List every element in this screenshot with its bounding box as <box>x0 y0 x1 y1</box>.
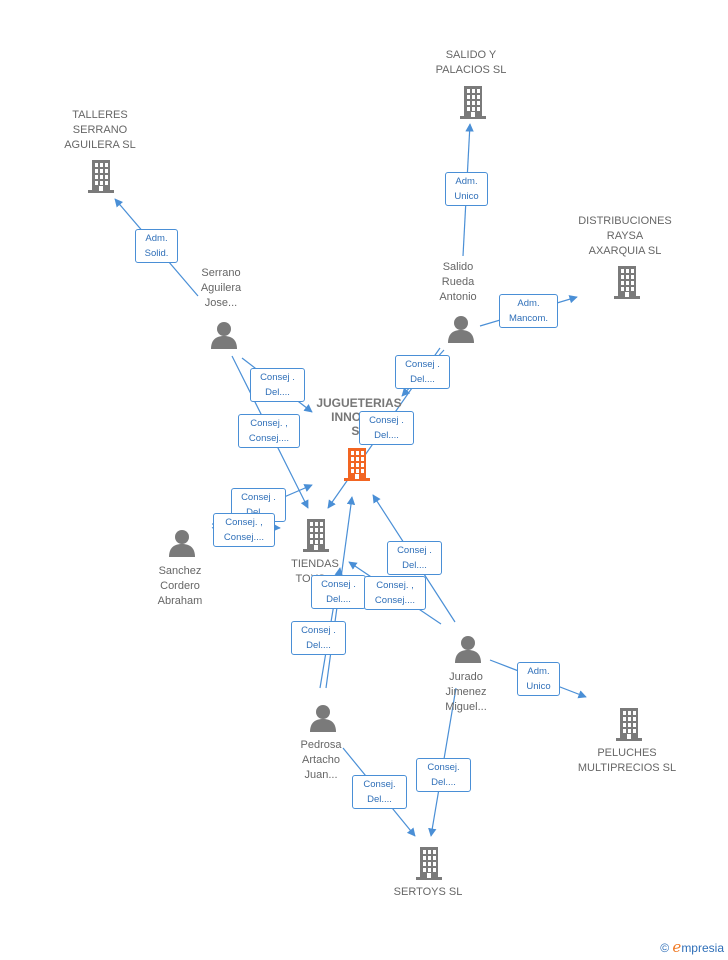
person-label-jurado[interactable]: Jurado Jimenez Miguel... <box>445 671 487 713</box>
company-label-salido[interactable]: SALIDO Y PALACIOS SL <box>435 49 507 76</box>
serrano-person-icon[interactable] <box>209 320 239 355</box>
person-label-salido[interactable]: Salido Rueda Antonio <box>439 261 477 303</box>
company-label-talleres[interactable]: TALLERES SERRANO AGUILERA SL <box>64 109 136 151</box>
role-adm-mancom-raysa[interactable]: Adm. Mancom. <box>499 294 558 328</box>
role-adm-solid-talleres[interactable]: Adm. Solid. <box>135 229 178 263</box>
company-label-peluches[interactable]: PELUCHES MULTIPRECIOS SL <box>577 747 677 774</box>
peluches-building-icon[interactable] <box>614 706 644 747</box>
salido-person-icon[interactable] <box>446 314 476 349</box>
sanchez-person-icon[interactable] <box>167 528 197 563</box>
brand-footer[interactable]: © empresia <box>660 938 724 956</box>
talleres-building-icon[interactable] <box>86 158 116 199</box>
role-consej-del-pedrosa-tiendas[interactable]: Consej . Del.... <box>311 575 366 609</box>
company-label-raysa[interactable]: DISTRIBUCIONES RAYSA AXARQUIA SL <box>578 215 672 257</box>
role-consej-del-jurado-jug[interactable]: Consej . Del.... <box>387 541 442 575</box>
tiendas-building-icon[interactable] <box>301 517 331 558</box>
role-consej-del-salido-jug[interactable]: Consej . Del.... <box>395 355 450 389</box>
person-label-pedrosa[interactable]: Pedrosa Artacho Juan... <box>300 739 342 781</box>
role-consej-del-jurado-sertoys[interactable]: Consej. Del.... <box>416 758 471 792</box>
role-consej-del-serrano-jug[interactable]: Consej . Del.... <box>250 368 305 402</box>
copyright-icon: © <box>660 941 670 955</box>
raysa-building-icon[interactable] <box>612 264 642 305</box>
brand-logo-name: mpresia <box>681 941 724 955</box>
role-consej-del-salido-tiendas[interactable]: Consej . Del.... <box>359 411 414 445</box>
role-consej-sanchez-tiendas[interactable]: Consej. , Consej.... <box>213 513 275 547</box>
role-consej-jurado-tiendas[interactable]: Consej. , Consej.... <box>364 576 426 610</box>
person-label-serrano[interactable]: Serrano Aguilera Jose... <box>200 267 242 309</box>
role-consej-del-pedrosa-jug[interactable]: Consej . Del.... <box>291 621 346 655</box>
brand-logo-initial: e <box>672 938 682 956</box>
company-label-sertoys[interactable]: SERTOYS SL <box>393 886 463 898</box>
jurado-person-icon[interactable] <box>453 634 483 669</box>
role-adm-unico-salido[interactable]: Adm. Unico <box>445 172 488 206</box>
role-consej-del-pedrosa-sertoys[interactable]: Consej. Del.... <box>352 775 407 809</box>
jugueterias-building-icon[interactable] <box>342 446 372 487</box>
role-adm-unico-peluches[interactable]: Adm. Unico <box>517 662 560 696</box>
sertoys-building-icon[interactable] <box>414 845 444 886</box>
pedrosa-person-icon[interactable] <box>308 703 338 738</box>
role-consej-serrano-tiendas[interactable]: Consej. , Consej.... <box>238 414 300 448</box>
person-label-sanchez[interactable]: Sanchez Cordero Abraham <box>157 565 203 607</box>
salido-building-icon[interactable] <box>458 84 488 125</box>
